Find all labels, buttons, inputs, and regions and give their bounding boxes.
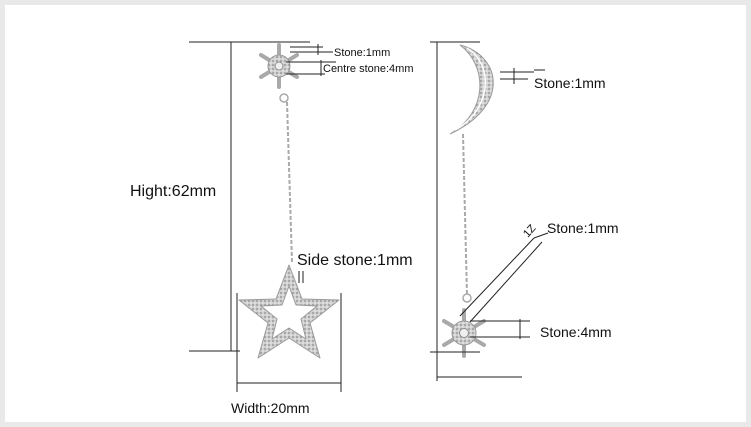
label-bottom-stone: Stone:4mm <box>540 324 612 340</box>
label-height: Hight:62mm <box>130 183 217 200</box>
snowflake-stud-top <box>259 43 299 89</box>
label-width: Width:20mm <box>231 400 310 416</box>
label-side-stone: Side stone:1mm <box>297 252 413 269</box>
chain-left <box>286 101 293 263</box>
label-diagonal-stone: Stone:1mm <box>547 220 619 236</box>
label-stone-top: Stone:1mm <box>334 47 391 59</box>
jump-ring <box>279 93 289 103</box>
dimension-lines <box>189 41 549 392</box>
snowflake-pendant <box>442 308 486 358</box>
right-earring <box>442 44 494 358</box>
label-moon-stone: Stone:1mm <box>534 75 606 91</box>
star-pendant <box>238 264 340 359</box>
label-centre-stone: Centre stone:4mm <box>323 63 414 75</box>
jump-ring-right <box>462 293 472 303</box>
left-earring <box>238 43 340 359</box>
moon-stud <box>449 44 494 135</box>
image-frame <box>5 5 746 422</box>
chain-right <box>462 133 468 296</box>
